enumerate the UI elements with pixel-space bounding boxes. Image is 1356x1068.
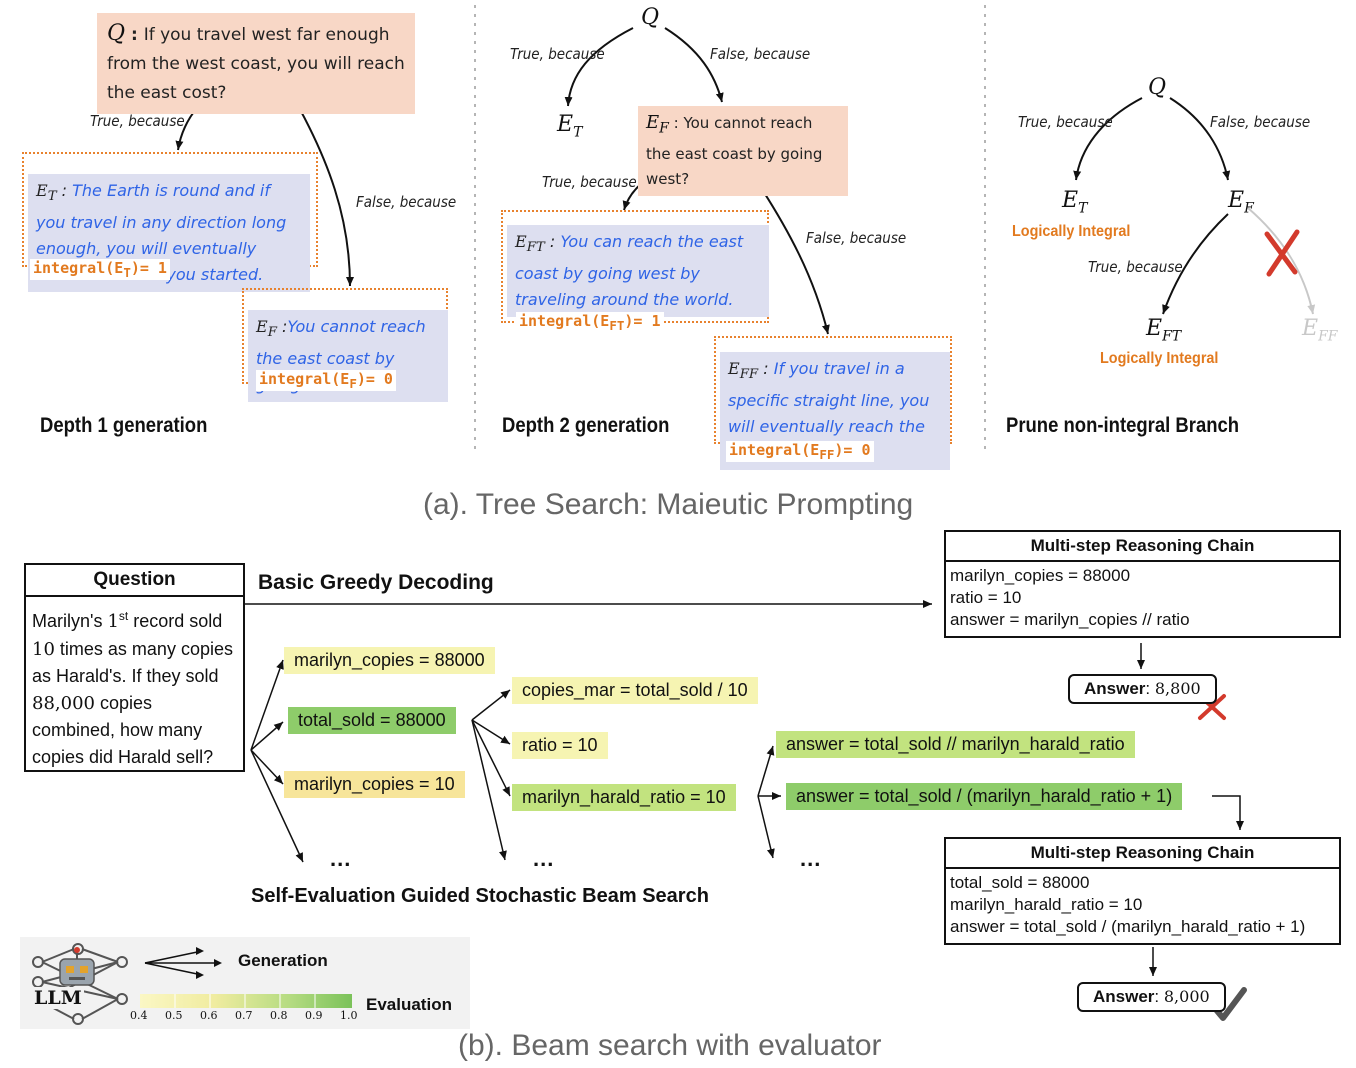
- false-because-label: False, because: [710, 45, 811, 63]
- beam-step: marilyn_copies = 88000: [284, 647, 495, 674]
- beam-step: ratio = 10: [512, 732, 608, 759]
- eff-node-pruned: EFF: [1302, 316, 1338, 345]
- chain-line: marilyn_harald_ratio = 10: [950, 895, 1143, 914]
- eft-text: You can reach the east coast by going we…: [515, 232, 744, 310]
- ellipsis: ...: [330, 846, 352, 871]
- answer-box: Answer: 8,000: [1077, 982, 1226, 1012]
- eft-integral: integral(EFT)= 1: [516, 312, 664, 333]
- false-because-label: False, because: [806, 229, 907, 247]
- false-because-label: False, because: [356, 193, 457, 211]
- ef-text: You cannot reach the east coast by going…: [646, 114, 823, 188]
- false-because-label: False, because: [1210, 113, 1311, 131]
- panel-title: Depth 2 generation: [502, 414, 670, 437]
- chain-line: total_sold = 88000: [950, 873, 1090, 892]
- question-box: Question Marilyn's 1st record sold 10 ti…: [24, 563, 245, 772]
- arrow-false: [664, 27, 724, 103]
- arrow-true: [564, 27, 634, 107]
- true-because-label: True, because: [510, 45, 605, 63]
- chain-line: ratio = 10: [950, 588, 1022, 607]
- panel-title: Depth 1 generation: [40, 414, 208, 437]
- true-because-label: True, because: [1088, 258, 1183, 276]
- arrow-false: [1169, 97, 1231, 181]
- beam-step: copies_mar = total_sold / 10: [512, 677, 758, 704]
- eft-node: EFT: [1146, 316, 1182, 345]
- chain-header: Multi-step Reasoning Chain: [946, 532, 1339, 562]
- reasoning-chain: Multi-step Reasoning Chain marilyn_copie…: [944, 530, 1341, 638]
- integral-status: Logically Integral: [1100, 350, 1219, 367]
- ellipsis: ...: [800, 846, 822, 871]
- q-node: Q: [1148, 75, 1167, 100]
- et-integral: integral(ET)= 1: [30, 259, 170, 280]
- true-because-label: True, because: [1018, 113, 1113, 131]
- beam-step: answer = total_sold / (marilyn_harald_ra…: [786, 783, 1183, 810]
- arrow-true: [1162, 213, 1229, 315]
- chain-line: marilyn_copies = 88000: [950, 566, 1131, 585]
- et-node: ET: [557, 112, 583, 141]
- ef-box: EF : You cannot reach the east coast by …: [638, 106, 848, 196]
- legend: LLM Generation Evaluation 0.4 0.5 0.6 0.…: [20, 937, 470, 1029]
- ef-node: EF: [1228, 188, 1254, 217]
- ellipsis: ...: [533, 846, 555, 871]
- reasoning-chain: Multi-step Reasoning Chain total_sold = …: [944, 837, 1341, 945]
- chain-line: answer = total_sold / (marilyn_harald_ra…: [950, 917, 1306, 936]
- arrow-true: [1073, 97, 1143, 181]
- beam-step: marilyn_copies = 10: [284, 771, 465, 798]
- greedy-label: Basic Greedy Decoding: [258, 571, 494, 594]
- beam-step: total_sold = 88000: [288, 707, 456, 734]
- question-box: Q : If you travel west far enough from t…: [97, 13, 415, 114]
- q-text: If you travel west far enough from the w…: [107, 25, 405, 103]
- true-because-label: True, because: [90, 112, 185, 130]
- beam-step: answer = total_sold // marilyn_harald_ra…: [776, 731, 1135, 758]
- true-because-label: True, because: [542, 173, 637, 191]
- evaluation-label: Evaluation: [366, 995, 452, 1014]
- et-node: ET: [1062, 188, 1088, 217]
- panel-title: Prune non-integral Branch: [1006, 414, 1240, 437]
- llm-label: LLM: [32, 987, 84, 1009]
- chain-line: answer = marilyn_copies // ratio: [950, 610, 1190, 629]
- q-node: Q: [641, 5, 660, 30]
- chain-header: Multi-step Reasoning Chain: [946, 839, 1339, 869]
- llm-network-icon: [32, 943, 352, 1025]
- question-header: Question: [26, 565, 243, 597]
- question-text: Marilyn's 1st record sold 10 times as ma…: [32, 609, 233, 767]
- integral-status: Logically Integral: [1012, 223, 1131, 240]
- answer-box: Answer: 8,800: [1068, 674, 1217, 704]
- eft-explanation: EFT : You can reach the east coast by go…: [507, 225, 769, 318]
- prune-x-icon: [1264, 229, 1300, 277]
- beam-step: marilyn_harald_ratio = 10: [512, 784, 736, 811]
- q-label: Q: [107, 21, 126, 46]
- eff-integral: integral(EFF)= 0: [726, 441, 874, 462]
- generation-label: Generation: [238, 951, 328, 970]
- beam-label: Self-Evaluation Guided Stochastic Beam S…: [251, 885, 709, 907]
- caption-b: (b). Beam search with evaluator: [458, 1029, 882, 1062]
- ef-integral: integral(EF)= 0: [256, 370, 396, 391]
- caption-a: (a). Tree Search: Maieutic Prompting: [423, 488, 914, 521]
- arrow-pruned: [1247, 207, 1316, 315]
